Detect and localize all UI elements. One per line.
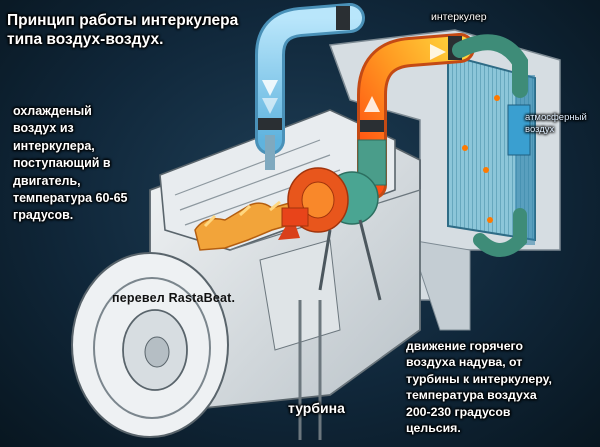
radiator-hoses bbox=[452, 34, 528, 257]
diagram-title: Принцип работы интеркулера типа воздух-в… bbox=[7, 12, 239, 48]
exhaust-manifold bbox=[194, 199, 301, 251]
front-pulley bbox=[71, 252, 229, 438]
turbine bbox=[278, 167, 382, 301]
cold-air-pipe bbox=[255, 3, 365, 170]
intercooler-core bbox=[447, 53, 536, 245]
translator-credit: перевел RastaBeat. bbox=[112, 291, 236, 305]
atmospheric-air-label: атмосферный воздух bbox=[525, 112, 587, 135]
turbine-label: турбина bbox=[288, 400, 345, 416]
cooled-air-label: охлажденый воздух из интеркулера, поступ… bbox=[13, 104, 128, 223]
intercooler-label: интеркулер bbox=[431, 11, 487, 23]
hot-air-label: движение горячего воздуха надува, от тур… bbox=[406, 339, 552, 436]
